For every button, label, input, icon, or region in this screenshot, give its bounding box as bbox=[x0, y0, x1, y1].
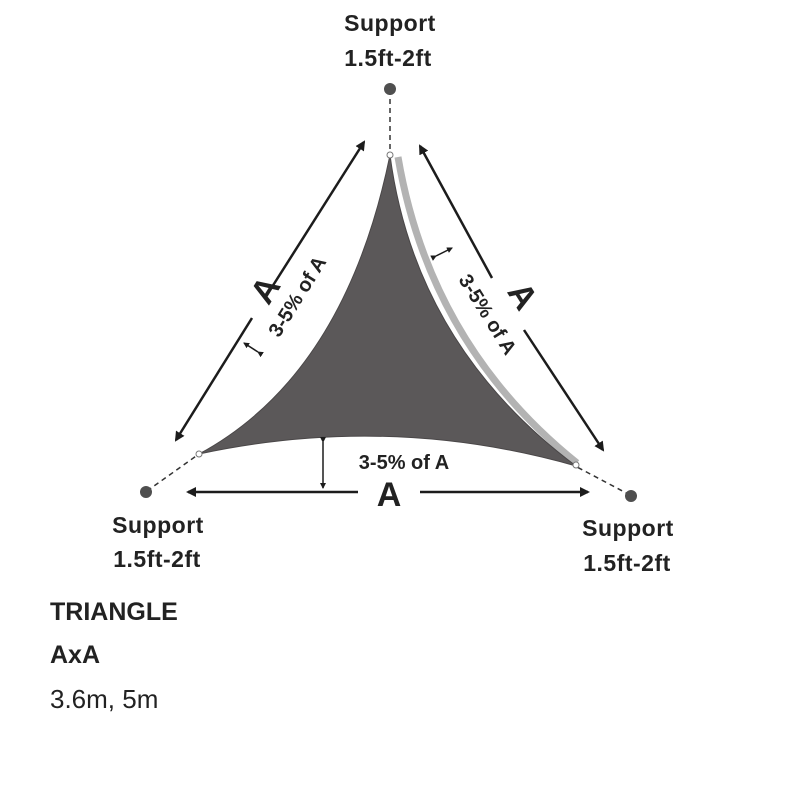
shape-name: TRIANGLE bbox=[50, 598, 178, 626]
top-support-post bbox=[384, 83, 396, 95]
left-support-post bbox=[140, 486, 152, 498]
left-sag-arrow bbox=[243, 342, 264, 358]
right-sag-arrow bbox=[430, 247, 453, 261]
right-side-dimension-arrow bbox=[418, 144, 494, 279]
bottom-sag-label: 3-5% of A bbox=[359, 452, 449, 474]
right-support-post bbox=[625, 490, 637, 502]
right-guy-line bbox=[576, 466, 631, 496]
top-corner-ring bbox=[386, 151, 394, 159]
left-support-range: 1.5ft-2ft bbox=[113, 546, 201, 572]
top-support-title: Support bbox=[344, 10, 436, 36]
sail-edge-highlight bbox=[394, 156, 580, 466]
bottom-side-letter: A bbox=[377, 476, 402, 514]
triangle-sail bbox=[198, 154, 577, 467]
left-corner-ring bbox=[195, 450, 203, 458]
right-support-range: 1.5ft-2ft bbox=[583, 550, 671, 576]
right-corner-ring bbox=[572, 461, 580, 469]
right-sag-label: 3-5% of A bbox=[454, 271, 521, 359]
right-support-title: Support bbox=[582, 515, 674, 541]
left-support-title: Support bbox=[112, 512, 204, 538]
shape-dimensions: AxA bbox=[50, 641, 101, 669]
right-side-dimension-arrow-lower bbox=[522, 329, 605, 452]
left-side-dimension-arrow bbox=[270, 140, 366, 288]
left-guy-line bbox=[146, 453, 200, 492]
top-support-range: 1.5ft-2ft bbox=[344, 45, 432, 71]
left-side-dimension-arrow-lower bbox=[174, 317, 254, 442]
available-sizes: 3.6m, 5m bbox=[50, 684, 159, 714]
right-side-letter: A bbox=[500, 276, 545, 317]
